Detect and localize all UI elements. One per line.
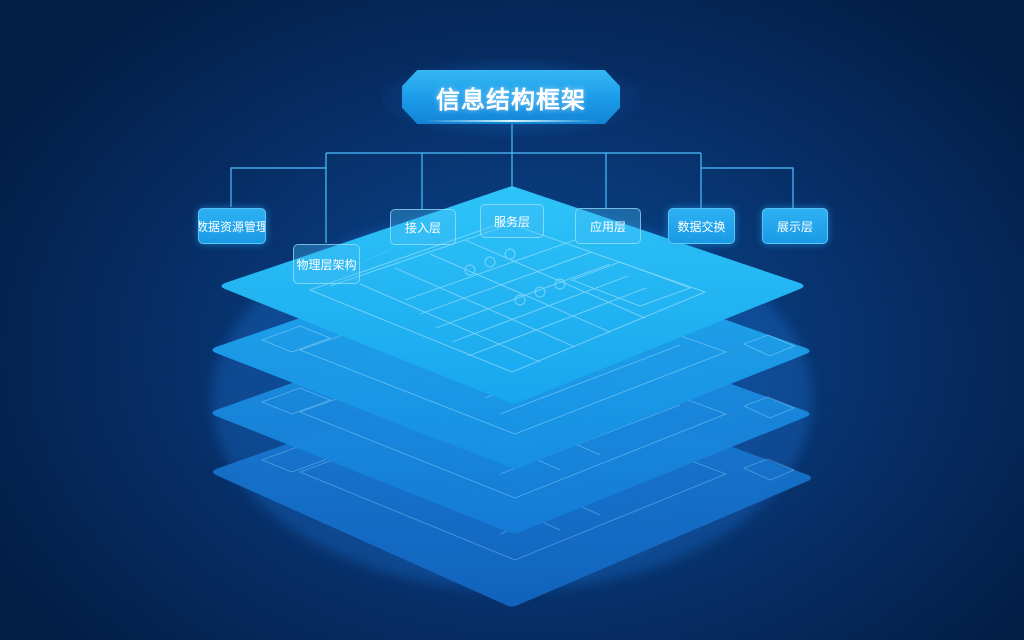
label-node-5: 应用层 bbox=[575, 208, 641, 244]
label-text-3: 接入层 bbox=[404, 220, 441, 235]
label-text-5: 应用层 bbox=[589, 219, 626, 234]
label-text-1: 数据资源管理 bbox=[198, 219, 266, 234]
title-box: 信息结构框架 bbox=[402, 70, 620, 124]
label-node-2: 物理层架构 bbox=[293, 244, 360, 284]
label-node-1: 数据资源管理 bbox=[198, 208, 266, 244]
label-node-3: 接入层 bbox=[390, 209, 456, 245]
connector-label-7 bbox=[701, 167, 794, 208]
layer-1-wireframe bbox=[308, 221, 707, 373]
connector-left-branch bbox=[230, 153, 327, 207]
label-node-6: 数据交换 bbox=[668, 208, 735, 244]
connector-label-1-to-layer bbox=[357, 249, 391, 265]
label-text-4: 服务层 bbox=[493, 214, 530, 229]
label-text-7: 展示层 bbox=[776, 219, 813, 234]
label-text-6: 数据交换 bbox=[677, 219, 726, 234]
label-text-2: 物理层架构 bbox=[296, 257, 357, 272]
diagram-title: 信息结构框架 bbox=[436, 85, 586, 114]
connector-lines bbox=[230, 124, 794, 265]
label-node-7: 展示层 bbox=[762, 208, 828, 244]
label-node-4: 服务层 bbox=[480, 204, 544, 238]
title-node: 信息结构框架 bbox=[382, 58, 640, 138]
layer-1 bbox=[221, 186, 804, 404]
